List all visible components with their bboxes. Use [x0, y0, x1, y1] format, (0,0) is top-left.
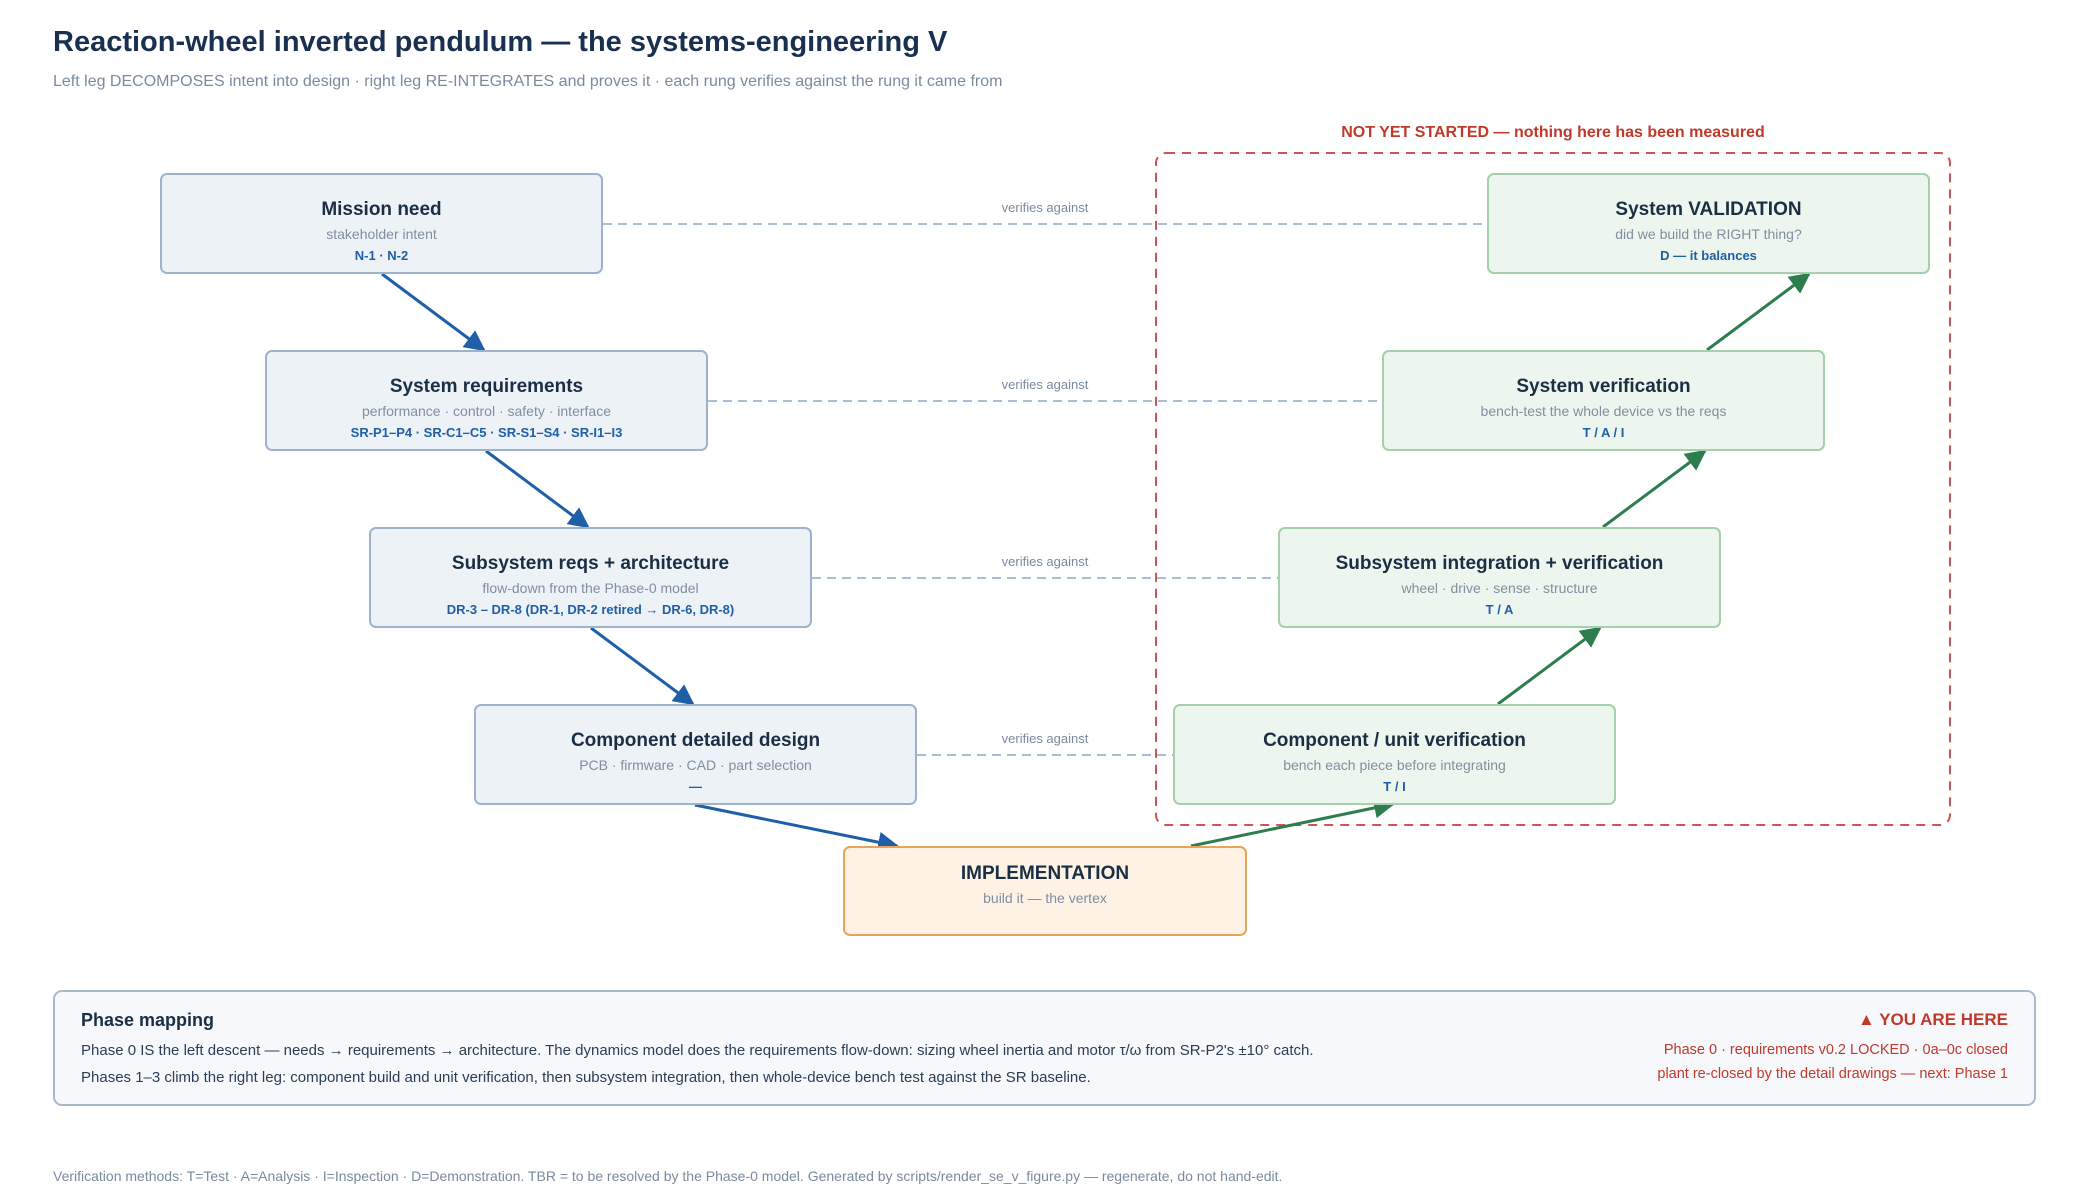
node-subtitle: did we build the RIGHT thing? [1615, 226, 1802, 242]
node-subtitle: build it — the vertex [983, 890, 1107, 906]
node-mission-need: Mission need stakeholder intent N-1 · N-… [160, 173, 603, 274]
node-title: Mission need [321, 199, 442, 220]
node-title: System requirements [389, 376, 584, 397]
footer-note: Verification methods: T=Test · A=Analysi… [53, 1168, 1283, 1184]
right-arrow-4 [1706, 272, 1811, 352]
not-started-label: NOT YET STARTED — nothing here has been … [1341, 124, 1765, 141]
right-arrow-3 [1602, 449, 1707, 529]
node-ids: T / A [1485, 602, 1514, 617]
node-title: IMPLEMENTATION [960, 863, 1130, 884]
phase-mapping-line-1: Phase 0 IS the left descent — needs → re… [81, 1042, 1314, 1059]
node-ids: D — it balances [1660, 248, 1757, 263]
right-arrow-1 [1190, 797, 1396, 848]
node-system-requirements: System requirements performance · contro… [265, 350, 708, 451]
you-are-here-title: ▲ YOU ARE HERE [1857, 1010, 2008, 1029]
node-ids: T / I [1383, 779, 1406, 794]
phase-mapping-line-2: Phases 1–3 climb the right leg: componen… [81, 1069, 1091, 1086]
node-title: Component / unit verification [1263, 730, 1526, 751]
node-subtitle: performance · control · safety · interfa… [362, 403, 611, 419]
left-arrow-2 [485, 449, 590, 529]
node-ids: — [689, 779, 702, 794]
left-arrow-1 [381, 272, 486, 352]
node-ids: N-1 · N-2 [354, 248, 409, 263]
phase-mapping-panel: Phase mapping Phase 0 IS the left descen… [53, 990, 2036, 1106]
node-subtitle: PCB · firmware · CAD · part selection [579, 757, 812, 773]
you-are-here-line-2: plant re-closed by the detail drawings —… [1657, 1066, 2008, 1082]
node-subtitle: flow-down from the Phase-0 model [482, 580, 699, 596]
node-ids: SR-P1–P4 · SR-C1–C5 · SR-S1–S4 · SR-I1–I… [350, 425, 623, 440]
node-subsystem-reqs: Subsystem reqs + architecture flow-down … [369, 527, 812, 628]
node-system-verification: System verification bench-test the whole… [1382, 350, 1825, 451]
left-arrow-4 [694, 803, 900, 853]
node-implementation: IMPLEMENTATION build it — the vertex [843, 846, 1247, 936]
node-ids: DR-3 – DR-8 (DR-1, DR-2 retired → DR-6, … [446, 602, 735, 617]
left-arrow-3 [590, 626, 695, 706]
node-unit-verification: Component / unit verification bench each… [1173, 704, 1616, 805]
node-title: Component detailed design [570, 730, 821, 751]
node-subtitle: bench each piece before integrating [1283, 757, 1506, 773]
node-subtitle: stakeholder intent [326, 226, 437, 242]
page-title: Reaction-wheel inverted pendulum — the s… [53, 26, 948, 58]
right-arrow-2 [1497, 626, 1602, 706]
rung-label-2: verifies against [1001, 377, 1089, 392]
node-subtitle: bench-test the whole device vs the reqs [1480, 403, 1727, 419]
node-title: System verification [1516, 376, 1691, 397]
node-title: System VALIDATION [1615, 199, 1802, 220]
node-title: Subsystem integration + verification [1335, 553, 1664, 574]
node-ids: T / A / I [1582, 425, 1625, 440]
rung-label-4: verifies against [1001, 731, 1089, 746]
you-are-here-line-1: Phase 0 · requirements v0.2 LOCKED · 0a–… [1663, 1042, 2008, 1058]
page-subtitle: Left leg DECOMPOSES intent into design ·… [53, 73, 1003, 90]
phase-mapping-title: Phase mapping [81, 1010, 215, 1030]
not-started-region [1155, 152, 1951, 826]
node-subsystem-integration: Subsystem integration + verification whe… [1278, 527, 1721, 628]
node-subtitle: wheel · drive · sense · structure [1401, 580, 1598, 596]
node-component-design: Component detailed design PCB · firmware… [474, 704, 917, 805]
rung-label-1: verifies against [1001, 200, 1089, 215]
node-system-validation: System VALIDATION did we build the RIGHT… [1487, 173, 1930, 274]
rung-label-3: verifies against [1001, 554, 1089, 569]
node-title: Subsystem reqs + architecture [451, 553, 730, 574]
